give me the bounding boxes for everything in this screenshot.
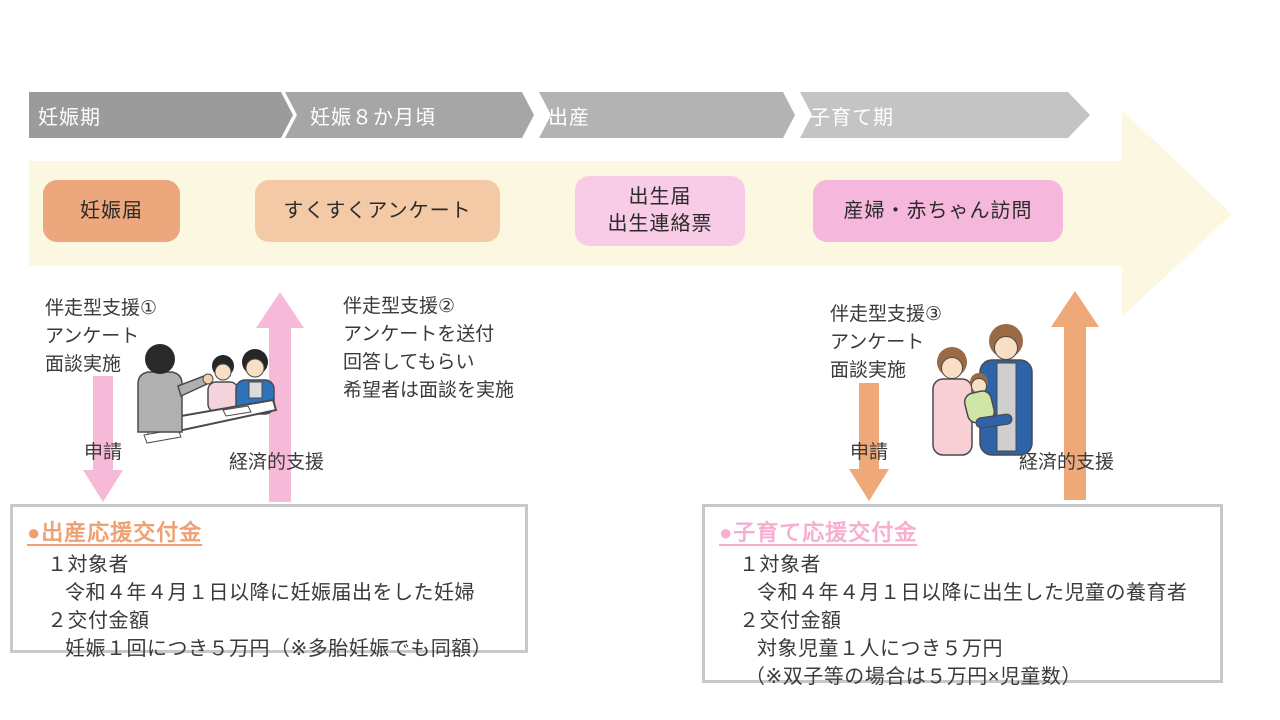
- support2-line: 伴走型支援②: [343, 296, 456, 317]
- support2-line: 希望者は面談を実施: [343, 380, 515, 401]
- apply-label-right: 申請: [850, 442, 889, 463]
- apply-arrow-right-down: [849, 383, 889, 501]
- support-arrow-left-shape: [256, 292, 304, 502]
- stage-label-birth: 出産: [548, 106, 590, 129]
- interview-illustration: [137, 344, 278, 444]
- postpartum-visit-box: 産婦・赤ちゃん訪問: [813, 180, 1063, 242]
- childcare-grant-box: ●子育て応援交付金 １対象者 令和４年４月１日以降に出生した児童の養育者 ２交付…: [702, 504, 1223, 688]
- apply-arrow-left-down: [83, 376, 123, 502]
- childcare-grant-line: 令和４年４月１日以降に出生した児童の養育者: [757, 582, 1188, 604]
- support1-line: アンケート: [45, 326, 140, 347]
- support-arrow-right-shape: [1051, 291, 1099, 500]
- childcare-grant-line: ２交付金額: [739, 610, 842, 632]
- support1-text: 伴走型支援① アンケート 面談実施: [45, 295, 157, 379]
- birth-grant-box: ●出産応援交付金 １対象者 令和４年４月１日以降に妊娠届出をした妊婦 ２交付金額…: [10, 504, 528, 660]
- support2-line: アンケートを送付: [343, 324, 495, 345]
- support3-line: アンケート: [830, 332, 925, 353]
- stage-segment-8months: [285, 92, 534, 138]
- stage-label-8months: 妊娠８か月頃: [310, 106, 436, 129]
- sukusuku-survey-box: すくすくアンケート: [255, 180, 500, 242]
- childcare-grant-line: 対象児童１人につき５万円: [757, 638, 1003, 660]
- stage-segment-pregnancy: [29, 92, 293, 138]
- birth-grant-title: ●出産応援交付金: [27, 520, 203, 545]
- birth-grant-line: ２交付金額: [47, 610, 150, 632]
- stage-segment-childcare: [800, 92, 1090, 138]
- support-arrow-right-up: [1051, 291, 1099, 500]
- pregnancy-notification-box: 妊娠届: [43, 180, 180, 242]
- birth-grant-line: １対象者: [47, 554, 129, 576]
- support-label-right: 経済的支援: [1019, 452, 1115, 473]
- apply-arrow-right-shape: [849, 383, 889, 501]
- support3-text: 伴走型支援③ アンケート 面談実施: [830, 301, 942, 385]
- stage-label-pregnancy: 妊娠期: [38, 106, 101, 129]
- childcare-grant-line: （※双子等の場合は５万円×児童数）: [745, 666, 1082, 688]
- birth-grant-line: 妊娠１回につき５万円（※多胎妊娠でも同額）: [65, 638, 493, 660]
- apply-arrow-left-shape: [83, 376, 123, 502]
- support3-line: 面談実施: [830, 360, 907, 381]
- support3-line: 伴走型支援③: [830, 304, 943, 325]
- support1-line: 面談実施: [45, 354, 122, 375]
- family-illustration: [932, 324, 1033, 456]
- stage-segment-birth: [539, 92, 795, 138]
- support-arrow-left-up: [256, 292, 304, 502]
- support2-text: 伴走型支援② アンケートを送付 回答してもらい 希望者は面談を実施: [343, 293, 514, 405]
- birth-grant-line: 令和４年４月１日以降に妊娠届出をした妊婦: [65, 582, 475, 604]
- support-label-left: 経済的支援: [229, 452, 325, 473]
- apply-label-left: 申請: [84, 442, 123, 463]
- childcare-grant-title: ●子育て応援交付金: [719, 520, 918, 545]
- stage-label-childcare: 子育て期: [810, 106, 894, 129]
- support2-line: 回答してもらい: [343, 352, 475, 373]
- timeline-bar: [29, 92, 1090, 138]
- childcare-grant-line: １対象者: [739, 554, 821, 576]
- birth-notification-box: 出生届 出生連絡票: [575, 176, 745, 246]
- support1-line: 伴走型支援①: [45, 298, 158, 319]
